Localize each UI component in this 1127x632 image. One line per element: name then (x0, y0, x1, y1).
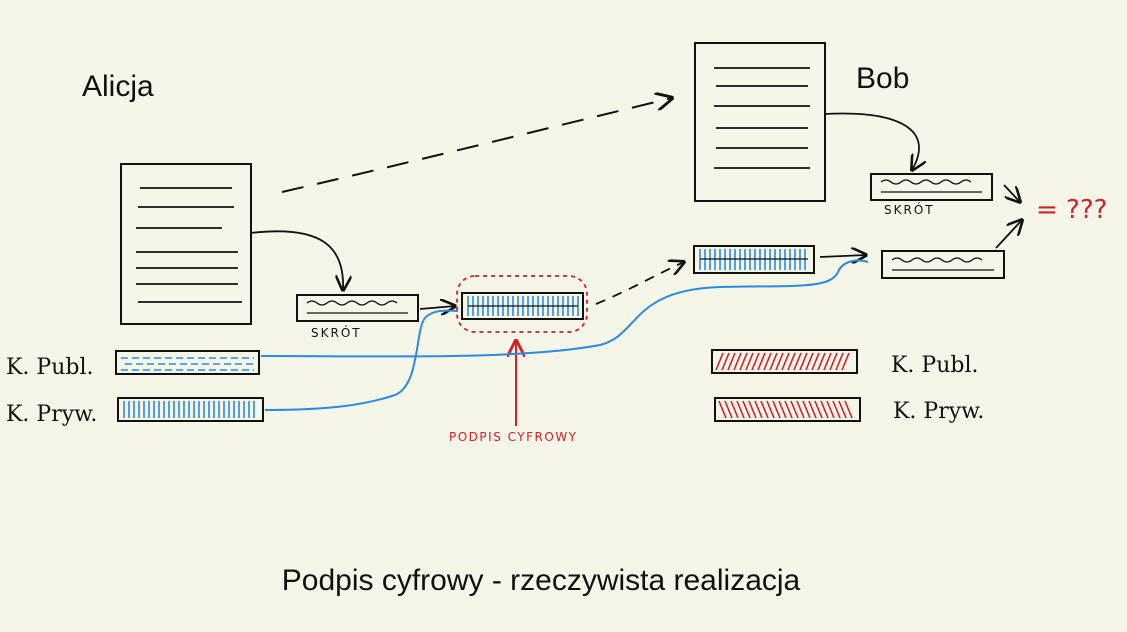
signature-label: PODPIS CYFROWY (449, 430, 578, 444)
bob-private-key-label: K. Pryw. (893, 399, 984, 424)
bob-hash-compare-arrow (1003, 184, 1020, 202)
alice-name: Alicja (82, 70, 154, 103)
decrypted-hash-box (881, 250, 1005, 279)
bob-document (694, 42, 826, 202)
alice-hash-box (296, 294, 419, 322)
signature-highlight (456, 275, 588, 333)
alice-private-key-label: K. Pryw. (6, 402, 97, 427)
private-key-to-signature-line (264, 309, 459, 411)
alice-public-key-label: K. Publ. (6, 355, 94, 380)
hash-to-signature-arrow (419, 306, 455, 309)
alice-private-key (117, 397, 264, 422)
public-key-to-decrypt-line (260, 259, 869, 358)
signature-box (461, 292, 584, 320)
signature-transfer-arrow (595, 262, 684, 305)
bob-hash-box (870, 173, 993, 201)
decrypt-arrow (819, 255, 866, 257)
received-signature-box (693, 245, 815, 274)
alice-document (120, 163, 252, 325)
bob-public-key (711, 349, 858, 374)
bob-hash-arrow (823, 112, 919, 170)
bob-private-key (714, 397, 861, 422)
document-transfer-arrow (281, 98, 672, 193)
bob-name: Bob (856, 62, 909, 95)
alice-hash-arrow (249, 230, 343, 290)
alice-public-key (115, 350, 260, 375)
comparison-label: = ??? (1036, 195, 1107, 225)
decrypted-hash-compare-arrow (995, 220, 1022, 249)
bob-hash-label: SKRÓT (884, 202, 935, 217)
alice-hash-label: SKRÓT (311, 325, 362, 340)
bob-public-key-label: K. Publ. (891, 353, 979, 378)
diagram-caption: Podpis cyfrowy - rzeczywista realizacja (282, 564, 801, 597)
